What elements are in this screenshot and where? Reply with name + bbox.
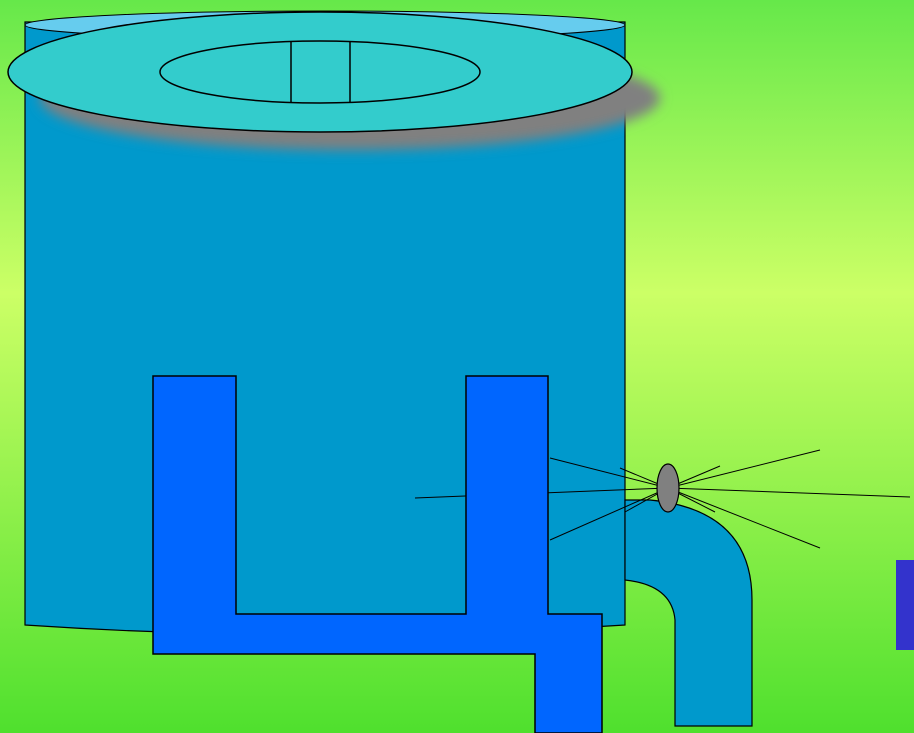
outlet-pipe [624,499,753,727]
letter-tse [152,375,603,733]
edge-block [896,560,914,650]
valve [656,463,680,513]
lid-hatch [159,40,481,104]
